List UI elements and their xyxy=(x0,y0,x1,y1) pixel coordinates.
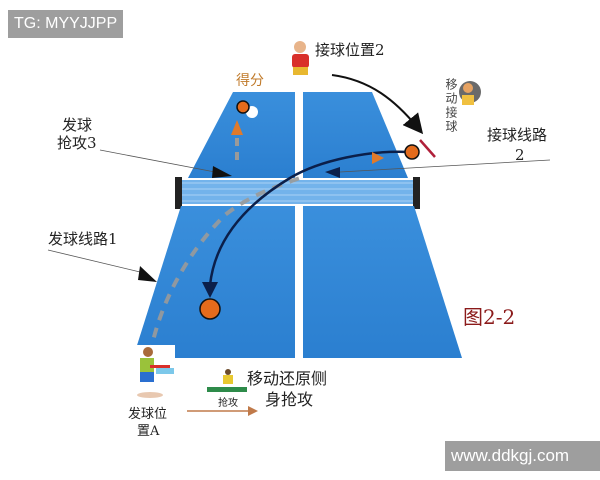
ball-serve-landing xyxy=(199,298,221,320)
label-serve-route: 发球线路1 xyxy=(48,230,118,248)
label-move-receive: 移动接球 xyxy=(444,78,458,134)
attack-player-icon xyxy=(207,369,247,392)
receiver-player-icon xyxy=(292,41,309,75)
net xyxy=(175,177,420,209)
label-receive-route-2: 2 xyxy=(515,146,525,164)
watermark-bottom-right: www.ddkgj.com xyxy=(445,441,600,471)
server-player-icon xyxy=(120,345,175,398)
label-serve-position-1: 发球位 xyxy=(128,407,168,422)
table-far-half xyxy=(188,92,408,178)
table-near-half xyxy=(133,206,462,358)
label-receive-route-1: 接球线路 xyxy=(487,126,548,144)
ball-receive xyxy=(404,144,420,160)
moving-player-icon xyxy=(459,81,481,105)
label-score: 得分 xyxy=(236,73,264,89)
ball-score xyxy=(236,100,250,114)
watermark-top-left: TG: MYYJJPP xyxy=(8,10,124,38)
label-serve-attack-2: 抢攻3 xyxy=(57,134,97,152)
label-serve-attack-1: 发球 xyxy=(62,116,93,134)
label-recover-2: 身抢攻 xyxy=(265,390,314,409)
label-attack-small: 抢攻 xyxy=(218,398,238,409)
label-recover-1: 移动还原侧 xyxy=(247,369,328,388)
label-serve-position-2: 置A xyxy=(137,424,160,439)
figure-title: 图2-2 xyxy=(463,305,516,329)
label-receive-position: 接球位置2 xyxy=(315,41,385,59)
